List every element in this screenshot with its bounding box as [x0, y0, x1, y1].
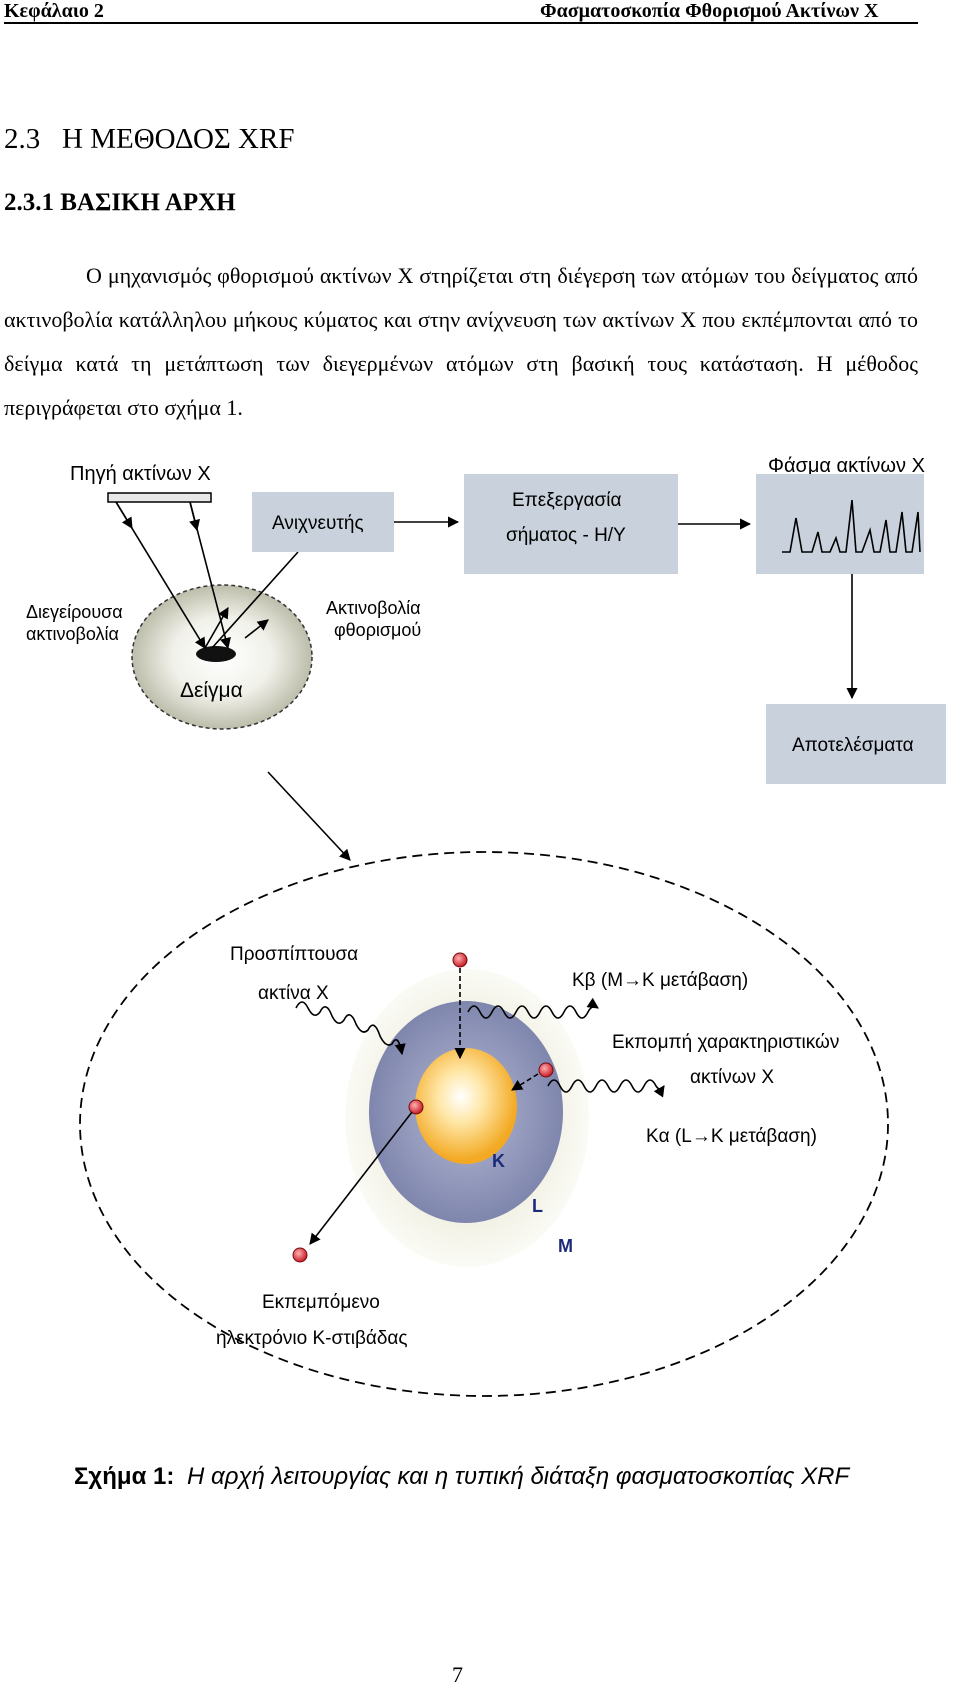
- sample-disk: [131, 584, 313, 730]
- section-number: 2.3: [4, 123, 41, 155]
- subsection-number: 2.3.1: [4, 189, 54, 216]
- shell-m-label: M: [558, 1236, 573, 1256]
- header-rule: [4, 22, 918, 24]
- detector-label: Ανιχνευτής: [272, 513, 364, 534]
- results-label: Αποτελέσματα: [792, 735, 914, 756]
- processing-box: [464, 474, 678, 574]
- kbeta-emission-wave: [467, 997, 599, 1019]
- spectrum-box: [756, 474, 924, 574]
- processing-label-2: σήματος - Η/Υ: [506, 525, 626, 546]
- body-paragraph: Ο μηχανισμός φθορισμού ακτίνων Χ στηρίζε…: [4, 263, 918, 420]
- section-heading: 2.3 Η ΜΕΘΟΔΟΣ XRF: [4, 123, 294, 156]
- incident-xray-wave: [295, 1001, 406, 1056]
- kalpha-label: Kα (L→K μετάβαση): [646, 1126, 817, 1147]
- source-label: Πηγή ακτίνων Χ: [70, 463, 211, 485]
- figure-xrf-diagram: Πηγή ακτίνων Χ Διεγείρουσα ακτινοβολία Δ…: [26, 455, 946, 1490]
- transition-l-k: [511, 1073, 539, 1091]
- ejected-label-2: ηλεκτρόνιο Κ-στιβάδας: [216, 1328, 408, 1349]
- excitation-label-1: Διεγείρουσα: [26, 602, 123, 622]
- ejected-electron-path: [309, 1111, 413, 1245]
- emission-label-2: ακτίνων Χ: [690, 1067, 774, 1088]
- electron-top: [452, 952, 468, 968]
- section-title: Η ΜΕΘΟΔΟΣ XRF: [62, 123, 295, 155]
- spectrum-label: Φάσμα ακτίνων Χ: [768, 455, 925, 477]
- kalpha-emission-wave: [547, 1079, 665, 1098]
- electron-k: [408, 1099, 424, 1115]
- header-chapter: Κεφάλαιο 2: [4, 0, 104, 22]
- arrow-sample-atom: [267, 771, 351, 861]
- electron-ejected: [292, 1247, 308, 1263]
- shell-l-label: L: [532, 1196, 543, 1216]
- atom-zoom-ellipse: [79, 851, 889, 1397]
- subsection-heading: 2.3.1 ΒΑΣΙΚΗ ΑΡΧΗ: [4, 189, 236, 217]
- spectrum-trace: [782, 499, 921, 553]
- caption-label: Σχήμα 1:: [74, 1463, 174, 1490]
- results-box: [766, 704, 946, 784]
- fluorescence-ray-1: [211, 551, 299, 649]
- incident-label-1: Προσπίπτουσα: [230, 944, 358, 965]
- header-title: Φασματοσκοπία Φθορισμού Ακτίνων Χ: [540, 0, 879, 22]
- shell-k-label: K: [492, 1151, 505, 1171]
- ejected-label-1: Εκπεμπόμενο: [262, 1292, 380, 1313]
- incident-label-2: ακτίνα Χ: [258, 983, 329, 1004]
- excitation-label-2: ακτινοβολία: [26, 624, 119, 644]
- processing-label-1: Επεξεργασία: [512, 490, 621, 511]
- atom-model: [345, 969, 589, 1267]
- figure-caption: Σχήμα 1: Η αρχή λειτουργίας και η τυπική…: [74, 1463, 850, 1490]
- fluorescence-label-2: φθορισμού: [334, 620, 421, 640]
- electron-right: [538, 1062, 554, 1078]
- sample-label: Δείγμα: [180, 679, 243, 702]
- subsection-title: ΒΑΣΙΚΗ ΑΡΧΗ: [60, 189, 236, 216]
- detector-box: [252, 492, 394, 552]
- page-number: 7: [452, 1662, 463, 1687]
- emission-label-1: Εκπομπή χαρακτηριστικών: [612, 1032, 839, 1053]
- fluorescence-label-1: Ακτινοβολία: [326, 598, 421, 618]
- fluorescence-ray-2: [244, 619, 269, 639]
- caption-text: Η αρχή λειτουργίας και η τυπική διάταξη …: [187, 1463, 850, 1490]
- xray-source: [107, 492, 212, 503]
- kbeta-label: Kβ (M→K μετάβαση): [572, 970, 748, 991]
